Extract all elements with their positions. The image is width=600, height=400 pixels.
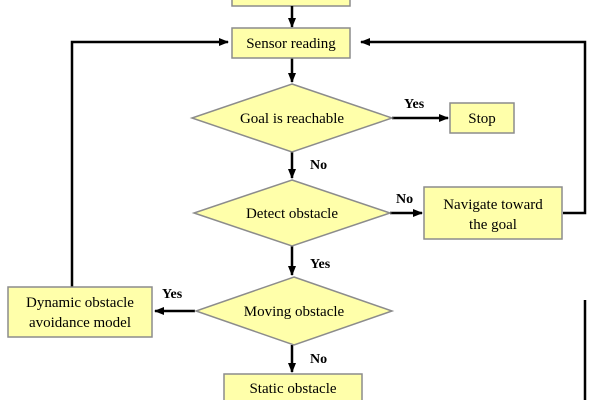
moving-obstacle-diamond [193, 276, 395, 346]
detect-no-label: No [396, 192, 413, 207]
detect-yes-label: Yes [310, 257, 331, 272]
navigate-node: Navigate toward the goal [423, 186, 563, 240]
dynamic-model-box [7, 286, 153, 338]
navigate-label-line1: Navigate toward [443, 197, 543, 213]
detect-obstacle-decision: Detect obstacle [191, 179, 393, 247]
static-obstacle-node: Static obstacle [223, 373, 363, 400]
static-obstacle-box [223, 373, 363, 400]
detect-obstacle-label: Detect obstacle [246, 206, 338, 222]
goal-reachable-diamond [189, 83, 395, 153]
moving-obstacle-label: Moving obstacle [244, 304, 345, 320]
loop-dynamic-to-sensor [70, 38, 229, 287]
goal-yes-label: Yes [404, 97, 425, 112]
dynamic-model-label-line1: Dynamic obstacle [26, 295, 134, 311]
stop-label: Stop [468, 111, 496, 127]
navigate-label-line2: the goal [469, 217, 517, 233]
connectors [70, 6, 587, 400]
goal-reachable-label: Goal is reachable [240, 111, 344, 127]
navigate-box [423, 186, 563, 240]
static-obstacle-label: Static obstacle [249, 381, 336, 397]
dynamic-model-label-line2: avoidance model [29, 315, 131, 331]
sensor-reading-node: Sensor reading [231, 27, 351, 59]
moving-yes-label: Yes [162, 287, 183, 302]
loop-navigate-to-sensor [360, 38, 587, 215]
sensor-reading-label: Sensor reading [246, 36, 336, 52]
detect-obstacle-diamond [191, 179, 393, 247]
sensor-reading-box [231, 27, 351, 59]
stop-node: Stop [449, 102, 515, 134]
stop-box [449, 102, 515, 134]
goal-no-label: No [310, 158, 327, 173]
moving-no-label: No [310, 352, 327, 367]
goal-reachable-decision: Goal is reachable [189, 83, 395, 153]
dynamic-model-node: Dynamic obstacle avoidance model [7, 286, 153, 338]
moving-obstacle-decision: Moving obstacle [193, 276, 395, 346]
top-process-box [231, 0, 351, 7]
